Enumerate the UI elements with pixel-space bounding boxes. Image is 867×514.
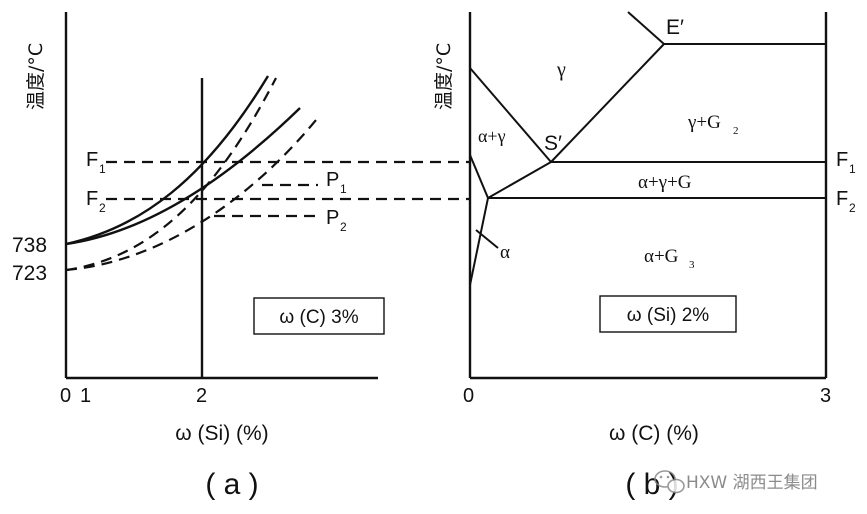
panel-b-f1-letter: F	[836, 149, 848, 171]
panel-a-f1-sub: 1	[99, 162, 106, 176]
panel-b-f2-letter: F	[836, 188, 848, 210]
panel-a-x-tick-0: 0	[60, 385, 71, 407]
panel-b-region-gamma-g2-sub: 2	[733, 125, 739, 137]
panel-a-curve-dashed-upper	[65, 77, 277, 272]
wechat-icon	[654, 470, 685, 494]
panel-a-x-tick-2: 2	[196, 385, 207, 407]
panel-b-alpha-leader	[475, 229, 499, 249]
panel-b-point-e: E′	[666, 16, 684, 39]
panel-b-x-tick-0: 0	[463, 385, 474, 407]
panel-b-annotation-box	[599, 295, 737, 333]
panel-b-x-tick-3: 3	[820, 385, 831, 407]
panel-b: E′ S′ γ α+γ γ+G 2 α+γ+G α α+G 3 F 1 F 2 …	[433, 11, 856, 501]
panel-a-y-tick-723: 723	[12, 262, 47, 285]
panel-a-annotation: ω (C) 3%	[279, 307, 358, 328]
panel-b-region-alpha-gamma-g: α+γ+G	[638, 172, 692, 193]
panel-b-line-alpha-upper	[469, 154, 489, 199]
panel-b-region-alpha: α	[500, 242, 510, 263]
panel-b-line-s-lower	[487, 161, 552, 199]
panel-a-curve-solid-upper	[65, 75, 270, 246]
panel-b-line-gamma-boundary	[469, 67, 552, 163]
panel-b-line-top-e	[627, 11, 665, 45]
panel-a: F 1 F 2 P 1 P 2 738 723 温度/°C ω (C) 3% 0…	[12, 12, 470, 501]
panel-a-f1-letter: F	[86, 149, 98, 171]
panel-b-region-gamma: γ	[556, 59, 566, 81]
panel-a-annotation-box	[253, 297, 385, 335]
panel-a-f2-letter: F	[86, 188, 98, 210]
panel-b-f2-sub: 2	[849, 201, 856, 215]
watermark: HXW 湖西王集团	[654, 470, 818, 494]
panel-b-x-axis-label: ω (C) (%)	[609, 422, 699, 445]
panel-a-x-tick-1: 1	[80, 385, 91, 407]
panel-b-f1-sub: 1	[849, 162, 856, 176]
panel-b-region-gamma-g2: γ+G	[687, 112, 721, 133]
panel-b-region-alpha-g3-sub: 3	[689, 259, 695, 271]
watermark-text: HXW 湖西王集团	[686, 473, 818, 493]
panel-b-point-s: S′	[544, 132, 562, 155]
panel-a-p2-letter: P	[326, 207, 339, 229]
panel-a-y-tick-738: 738	[12, 234, 47, 257]
panel-a-caption: ( a )	[205, 468, 258, 501]
panel-b-line-alpha-lower	[469, 197, 489, 286]
panel-a-curve-solid-lower	[65, 107, 301, 246]
panel-a-f2-sub: 2	[99, 201, 106, 215]
panel-b-region-alpha-g3: α+G	[644, 246, 679, 267]
panel-b-line-e-s	[550, 43, 665, 163]
panel-a-p2-sub: 2	[340, 220, 347, 234]
panel-b-region-alpha-gamma: α+γ	[478, 126, 506, 146]
panel-b-annotation: ω (Si) 2%	[627, 305, 710, 326]
panel-a-x-axis-label: ω (Si) (%)	[175, 422, 268, 445]
panel-a-curve-dashed-lower	[65, 119, 317, 272]
panel-a-y-axis-label: 温度/°C	[25, 43, 47, 110]
panel-b-y-axis-label: 温度/°C	[433, 43, 455, 110]
panel-a-p1-sub: 1	[340, 182, 347, 196]
panel-a-p1-letter: P	[326, 169, 339, 191]
